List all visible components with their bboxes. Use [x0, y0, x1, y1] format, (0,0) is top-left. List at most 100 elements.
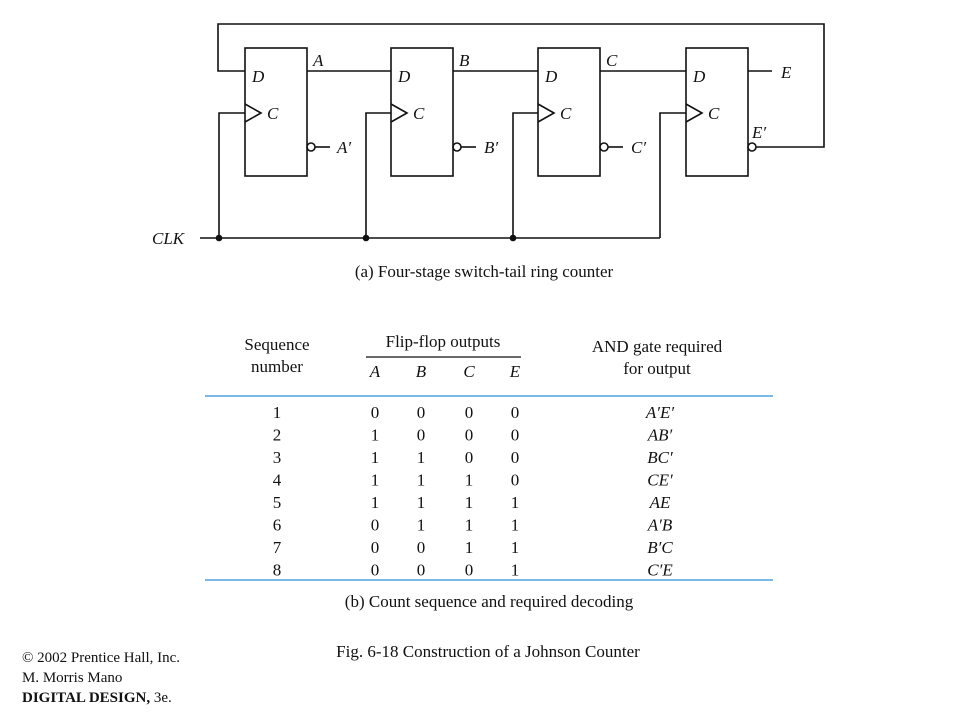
credit-book-edition: 3e.: [150, 690, 172, 706]
cell-and-gate: CE′: [647, 471, 673, 490]
header-col-e: E: [509, 362, 521, 381]
clock-label: CLK: [152, 229, 186, 248]
bubble-b: [452, 142, 462, 152]
header-sequence-2: number: [251, 357, 303, 376]
clk-wire-b: [365, 112, 391, 238]
cell-sequence: 3: [273, 448, 282, 467]
clk-wire-a: [218, 112, 245, 238]
cell-sequence: 6: [273, 516, 282, 535]
clock-triangle-c: [537, 103, 556, 123]
cell-e: 0: [511, 403, 520, 422]
header-col-b: B: [416, 362, 427, 381]
cell-b: 0: [417, 403, 426, 422]
cell-and-gate: A′E′: [645, 403, 674, 422]
flip-flop-e: [685, 47, 749, 177]
header-col-a: A: [369, 362, 381, 381]
credit-book: DIGITAL DESIGN, 3e.: [22, 690, 172, 706]
label-qn-b: B′: [484, 138, 498, 157]
cell-and-gate: B′C: [647, 538, 673, 557]
cell-a: 0: [371, 516, 380, 535]
cell-b: 0: [417, 426, 426, 445]
bubble-c: [599, 142, 609, 152]
table-row: 6 0 1 1 1 A′B: [273, 516, 673, 535]
table-row: 7 0 0 1 1 B′C: [273, 538, 674, 557]
label-qn-c: C′: [631, 138, 646, 157]
header-col-c: C: [463, 362, 475, 381]
cell-a: 0: [371, 538, 380, 557]
cell-and-gate: A′B: [647, 516, 673, 535]
cell-a: 1: [371, 426, 380, 445]
clock-triangle-a: [244, 103, 263, 123]
label-qn-e: E′: [751, 123, 766, 142]
cell-b: 0: [417, 538, 426, 557]
cell-a: 0: [371, 561, 380, 580]
label-c-e: C: [708, 104, 720, 123]
label-d-a: D: [251, 67, 265, 86]
header-outputs-title: Flip-flop outputs: [386, 332, 501, 351]
flip-flop-a: [244, 47, 308, 177]
cell-and-gate: BC′: [647, 448, 673, 467]
cell-c: 0: [465, 426, 474, 445]
clock-junctions: [215, 234, 517, 242]
cell-b: 1: [417, 493, 426, 512]
table-row: 4 1 1 1 0 CE′: [273, 471, 673, 490]
label-d-e: D: [692, 67, 706, 86]
circuit-diagram: [200, 23, 825, 239]
cell-b: 0: [417, 561, 426, 580]
cell-c: 1: [465, 516, 474, 535]
cell-sequence: 2: [273, 426, 282, 445]
cell-and-gate: C′E: [647, 561, 673, 580]
cell-c: 0: [465, 448, 474, 467]
credit-copyright: © 2002 Prentice Hall, Inc.: [22, 650, 180, 666]
clock-triangle-e: [685, 103, 704, 123]
credits: © 2002 Prentice Hall, Inc. M. Morris Man…: [22, 650, 180, 706]
cell-sequence: 5: [273, 493, 282, 512]
clock-triangle-b: [390, 103, 409, 123]
cell-e: 0: [511, 471, 520, 490]
header-gate-2: for output: [623, 359, 691, 378]
cell-sequence: 4: [273, 471, 282, 490]
cell-c: 1: [465, 493, 474, 512]
cell-e: 1: [511, 538, 520, 557]
cell-a: 1: [371, 493, 380, 512]
clk-wire-c: [512, 112, 538, 238]
cell-e: 0: [511, 448, 520, 467]
cell-sequence: 1: [273, 403, 282, 422]
cell-e: 1: [511, 493, 520, 512]
cell-c: 1: [465, 471, 474, 490]
flip-flop-b: [390, 47, 454, 177]
cell-b: 1: [417, 471, 426, 490]
flip-flop-c: [537, 47, 601, 177]
cell-e: 1: [511, 516, 520, 535]
junction-dot: [362, 234, 370, 242]
label-qn-a: A′: [336, 138, 351, 157]
junction-dot: [215, 234, 223, 242]
label-d-b: D: [397, 67, 411, 86]
cell-e: 0: [511, 426, 520, 445]
count-table: Sequence number Flip-flop outputs A B C …: [205, 332, 773, 581]
cell-a: 1: [371, 448, 380, 467]
cell-a: 0: [371, 403, 380, 422]
table-caption: (b) Count sequence and required decoding: [345, 592, 634, 611]
cell-b: 1: [417, 516, 426, 535]
credit-author: M. Morris Mano: [22, 670, 122, 686]
bubble-a: [306, 142, 316, 152]
cell-sequence: 7: [273, 538, 282, 557]
header-sequence-1: Sequence: [244, 335, 309, 354]
cell-a: 1: [371, 471, 380, 490]
table-row: 8 0 0 0 1 C′E: [273, 561, 674, 580]
label-c-a: C: [267, 104, 279, 123]
label-q-c: C: [606, 51, 618, 70]
table-row: 5 1 1 1 1 AE: [273, 493, 671, 512]
cell-c: 1: [465, 538, 474, 557]
cell-and-gate: AE: [649, 493, 671, 512]
cell-c: 0: [465, 561, 474, 580]
cell-e: 1: [511, 561, 520, 580]
cell-sequence: 8: [273, 561, 282, 580]
header-gate-1: AND gate required: [592, 337, 723, 356]
label-d-c: D: [544, 67, 558, 86]
